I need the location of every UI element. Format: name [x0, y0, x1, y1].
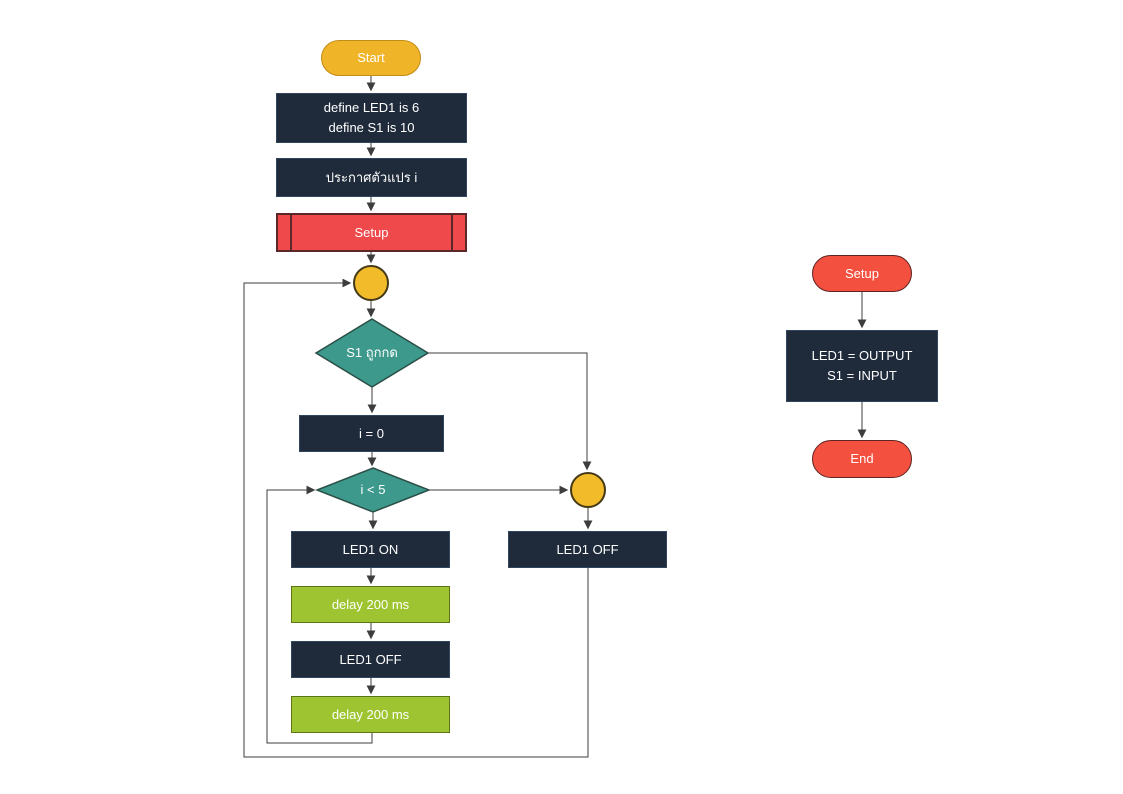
process-init-i: i = 0: [299, 415, 444, 452]
process-delay-2: delay 200 ms: [291, 696, 450, 733]
start-label: Start: [357, 50, 385, 65]
process-led1-off-exit: LED1 OFF: [508, 531, 667, 568]
subroutine-setup-terminator: Setup: [812, 255, 912, 292]
edge-decisions1-exitconnector: [428, 352, 592, 471]
decision-i-lt5-shape: [314, 467, 432, 513]
led1-off-exit-label: LED1 OFF: [556, 541, 619, 557]
delay-2-label: delay 200 ms: [331, 706, 410, 722]
decision-s1-pressed-shape: [314, 318, 430, 388]
process-define-constants: define LED1 is 6 define S1 is 10: [276, 93, 467, 143]
process-led1-off-loop: LED1 OFF: [291, 641, 450, 678]
define-line2: define S1 is 10: [328, 120, 415, 135]
decision-s1-label: S1 ถูกกด: [346, 345, 398, 360]
setup-call-label: Setup: [354, 224, 389, 240]
predefined-bar-right: [451, 215, 453, 250]
edge-delay2-loopback-decisioni: [266, 485, 373, 744]
loop-connector-circle: [353, 265, 389, 301]
predefined-bar-left: [290, 215, 292, 250]
end-terminator: End: [812, 440, 912, 478]
decision-i-lt5: i < 5: [317, 468, 429, 512]
config-line1: LED1 = OUTPUT: [811, 348, 913, 363]
config-line2: S1 = INPUT: [827, 368, 897, 383]
decision-s1-pressed: S1 ถูกกด: [316, 319, 428, 387]
process-declare-variable: ประกาศตัวแปร i: [276, 158, 467, 197]
define-line1: define LED1 is 6: [323, 100, 420, 115]
process-pin-config: LED1 = OUTPUT S1 = INPUT: [786, 330, 938, 402]
declare-variable-label: ประกาศตัวแปร i: [325, 169, 418, 185]
subroutine-setup-label: Setup: [845, 265, 879, 281]
led1-on-label: LED1 ON: [342, 541, 399, 557]
predefined-process-setup-call: Setup: [276, 213, 467, 252]
process-led1-on: LED1 ON: [291, 531, 450, 568]
delay-1-label: delay 200 ms: [331, 596, 410, 612]
init-i-label: i = 0: [359, 425, 384, 441]
process-delay-1: delay 200 ms: [291, 586, 450, 623]
start-terminator: Start: [321, 40, 421, 76]
exit-connector-circle: [570, 472, 606, 508]
decision-i-label: i < 5: [360, 482, 386, 497]
edge-led1offexit-loopback-loopconnector: [243, 278, 589, 758]
led1-off-loop-label: LED1 OFF: [339, 651, 402, 667]
end-label: End: [850, 451, 874, 466]
